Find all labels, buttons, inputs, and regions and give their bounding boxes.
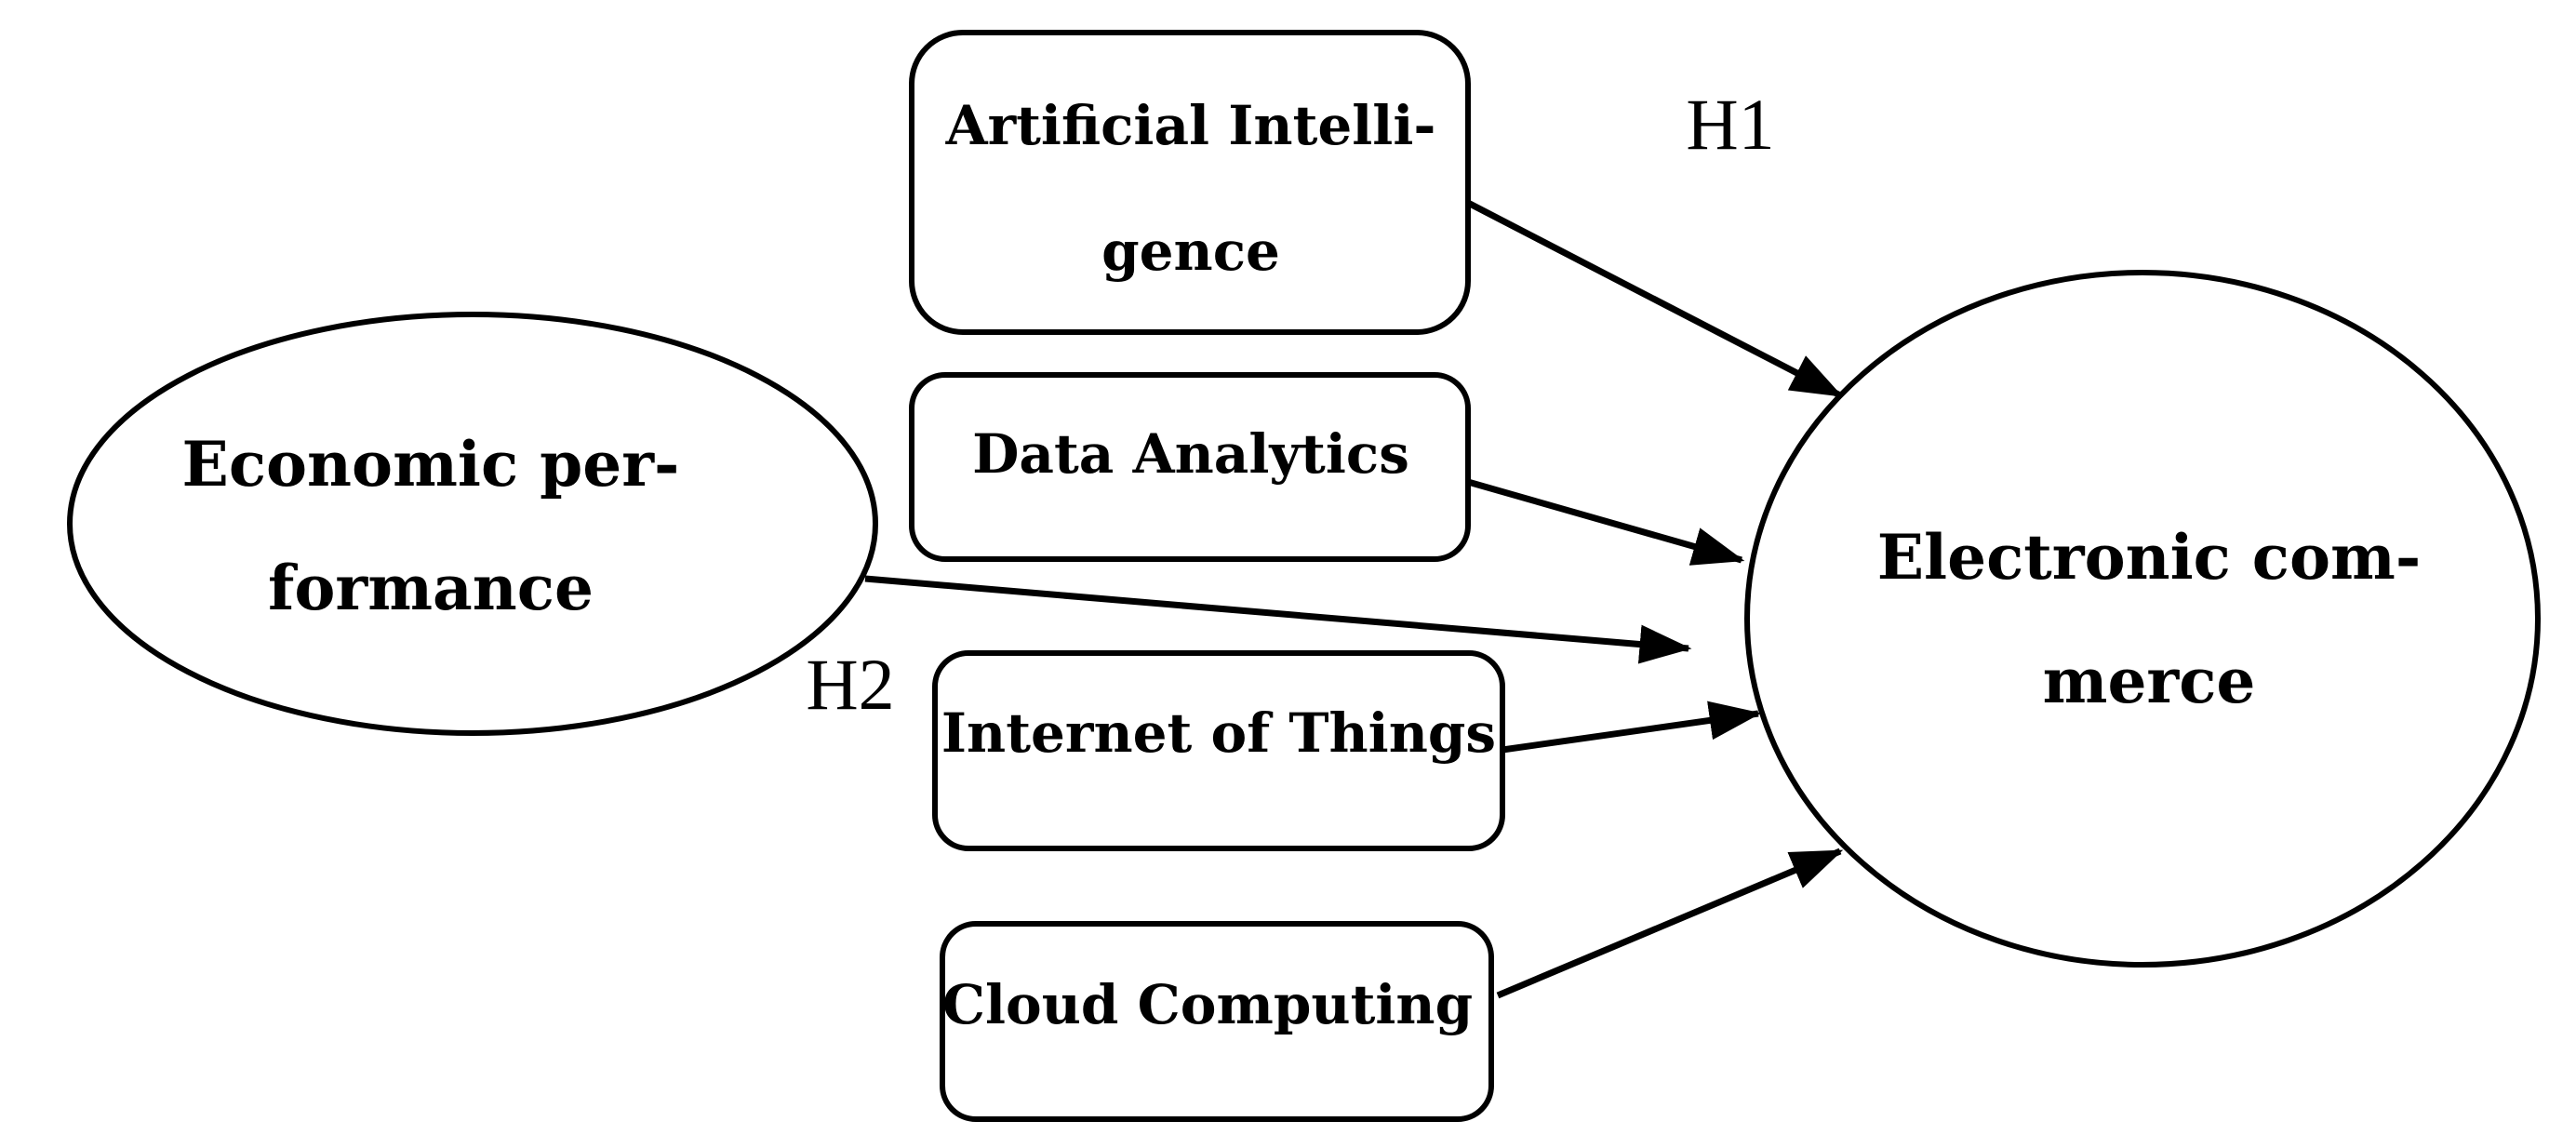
artificial-intelligence-box bbox=[909, 30, 1471, 335]
electronic-commerce-label-line1: Electronic com- bbox=[1877, 521, 2422, 594]
edges bbox=[864, 199, 1844, 999]
cloud-computing-box bbox=[940, 921, 1494, 1122]
artificial-intelligence-label-line2: gence bbox=[1101, 220, 1280, 283]
hypothesis-h1-label: H1 bbox=[1686, 84, 1774, 165]
internet-of-things-box bbox=[932, 650, 1505, 851]
economic-performance-label-line1: Economic per- bbox=[182, 428, 680, 501]
node-cloud-computing: Cloud Computing bbox=[940, 921, 1494, 1122]
data-analytics-box bbox=[909, 372, 1471, 562]
edge-ai-to-ecommerce bbox=[1466, 199, 1844, 399]
node-artificial-intelligence: Artificial Intelli- gence bbox=[909, 30, 1471, 335]
cloud-computing-label: Cloud Computing bbox=[942, 973, 1473, 1036]
edge-cloud-computing-to-ecommerce bbox=[1496, 848, 1844, 999]
electronic-commerce-ellipse bbox=[1744, 270, 2541, 968]
data-analytics-label: Data Analytics bbox=[972, 422, 1409, 486]
node-data-analytics: Data Analytics bbox=[909, 372, 1471, 562]
edge-data-analytics-to-ecommerce bbox=[1467, 478, 1745, 566]
node-internet-of-things: Internet of Things bbox=[932, 650, 1505, 851]
hypothesis-h2-label: H2 bbox=[806, 644, 894, 725]
economic-performance-ellipse bbox=[67, 312, 878, 736]
economic-performance-label-line2: formance bbox=[268, 552, 594, 624]
edge-iot-to-ecommerce bbox=[1502, 701, 1762, 754]
edge-economic-performance-to-ecommerce bbox=[864, 575, 1692, 664]
artificial-intelligence-label-line1: Artificial Intelli- bbox=[945, 94, 1436, 157]
electronic-commerce-label-line2: merce bbox=[2043, 645, 2256, 717]
internet-of-things-label: Internet of Things bbox=[941, 701, 1496, 765]
node-economic-performance: Economic per- formance bbox=[67, 312, 878, 736]
node-electronic-commerce: Electronic com- merce bbox=[1744, 270, 2541, 968]
